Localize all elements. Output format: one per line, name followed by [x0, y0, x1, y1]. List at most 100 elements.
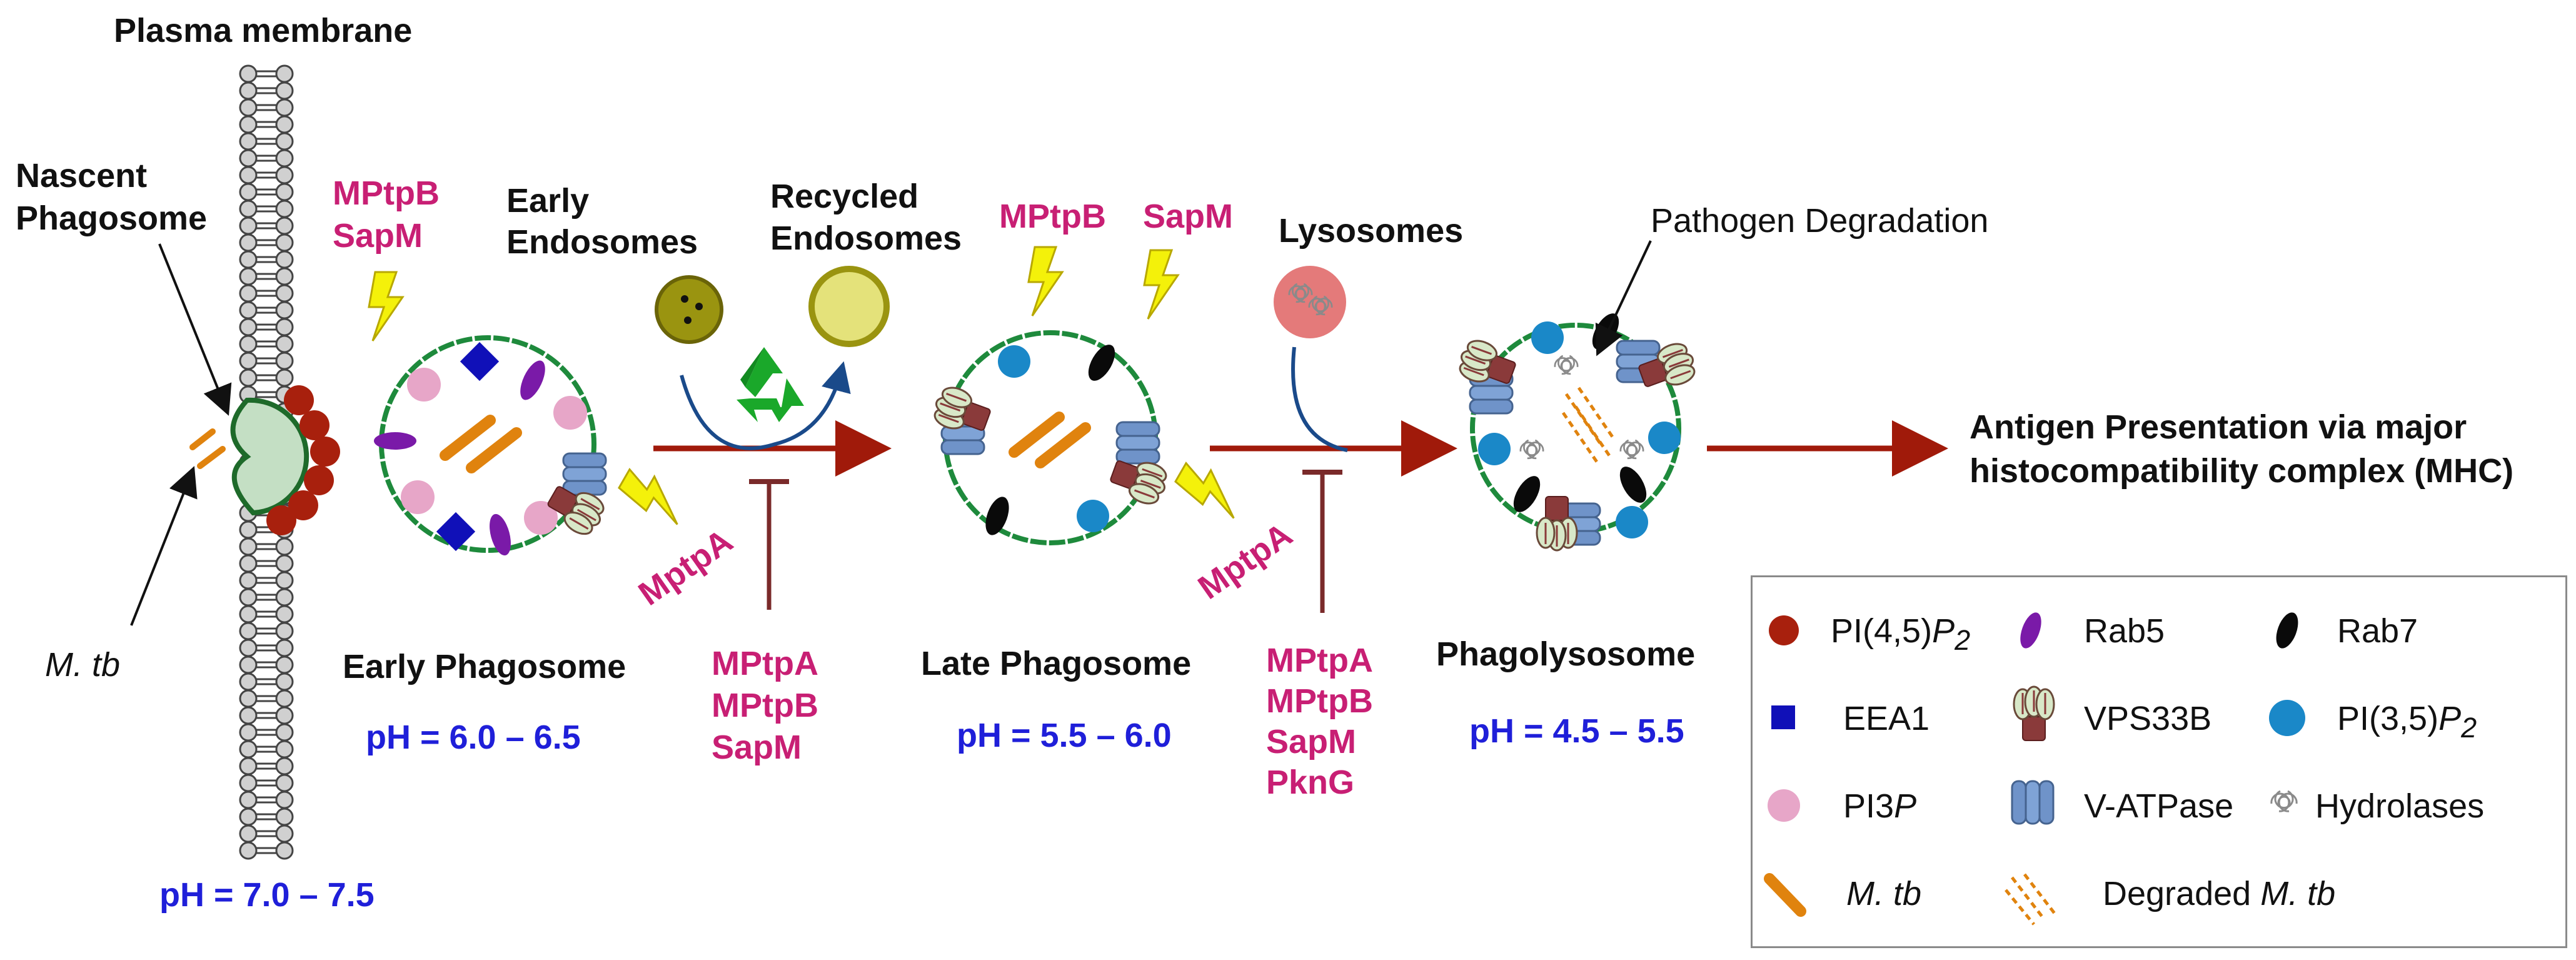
recycle-curve [680, 361, 851, 450]
legend-rab7: Rab7 [2337, 612, 2418, 650]
lipid-unit [239, 723, 294, 742]
recycled-endosomes-label-1: Recycled [770, 178, 919, 215]
phagolysosome [1454, 313, 1701, 552]
pi3p-icon [1768, 789, 1800, 822]
nascent-phagosome [189, 385, 340, 535]
lipid-unit [239, 672, 294, 691]
ph-early-label: pH = 6.0 – 6.5 [366, 719, 581, 756]
lipid-unit [239, 791, 294, 809]
v-atpase-icon [2011, 780, 2055, 825]
lysosomes-label: Lysosomes [1279, 212, 1464, 250]
inhibitor-late-top-2: SapM [1143, 198, 1234, 235]
hydrolases-icon [2270, 790, 2298, 812]
early-phagosome-label: Early Phagosome [343, 648, 626, 685]
legend-eea1: EEA1 [1843, 700, 1930, 737]
nascent-phagosome-label-1: Nascent [16, 157, 148, 195]
lipid-unit [239, 115, 294, 134]
legend-pi45p2: PI(4,5)P2 [1831, 612, 1971, 656]
early-endosomes-label-2: Endosomes [506, 223, 698, 261]
mtb-icon [1764, 873, 1806, 917]
degradation-pointer-arrow [1595, 240, 1652, 356]
rab5-icon [2020, 612, 2041, 649]
plasma-membrane-label: Plasma membrane [114, 12, 413, 49]
lipid-unit [239, 655, 294, 674]
inhibitor-early-top-2: SapM [333, 217, 423, 255]
early-endosome-icon [655, 275, 723, 344]
rab7-icon [2276, 612, 2298, 649]
inhibitor-block2-1: MPtpA [1266, 642, 1373, 679]
lipid-unit [239, 841, 294, 860]
lipid-unit [239, 233, 294, 252]
eea1-icon [1771, 705, 1795, 729]
lipid-unit [239, 368, 294, 387]
late-phagosome [928, 330, 1172, 545]
pi45p2-icon [1769, 615, 1799, 645]
legend-mtb: M. tb [1846, 875, 1922, 912]
lipid-unit [239, 250, 294, 269]
lipid-unit [239, 706, 294, 725]
lipid-unit [239, 318, 294, 336]
ph-phagolysosome-label: pH = 4.5 – 5.5 [1469, 712, 1684, 750]
inhibitor-block1-1: MPtpA [712, 645, 818, 682]
legend-pi35p2: PI(3,5)P2 [2337, 700, 2477, 744]
lipid-unit [239, 200, 294, 218]
ph-late-label: pH = 5.5 – 6.0 [957, 717, 1172, 754]
ph-plasma-label: pH = 7.0 – 7.5 [159, 876, 375, 914]
inhibitor-early-top-1: MPtpB [333, 174, 440, 212]
lipid-unit [239, 351, 294, 370]
lipid-unit [239, 216, 294, 235]
legend-degraded-mtb: Degraded M. tb [2103, 875, 2336, 912]
lipid-unit [239, 605, 294, 624]
nascent-phagosome-label-2: Phagosome [16, 200, 208, 237]
bolt-late-side [1171, 457, 1250, 523]
nascent-pointer-arrow [158, 243, 232, 416]
recycled-endosome-icon [808, 266, 890, 347]
lipid-unit [239, 64, 294, 83]
late-phagosome-label: Late Phagosome [921, 645, 1192, 682]
legend-rab5: Rab5 [2084, 612, 2165, 650]
antigen-presentation-label-1: Antigen Presentation via major [1970, 408, 2467, 446]
inhibitor-block1-3: SapM [712, 729, 802, 766]
lipid-unit [239, 149, 294, 168]
legend-hydrolases: Hydrolases [2315, 787, 2485, 825]
bolt-early-side [615, 463, 693, 529]
lysosome-fusion-curve [1291, 346, 1348, 452]
bolt-late-top-2 [1143, 249, 1179, 320]
pathogen-degradation-label: Pathogen Degradation [1651, 202, 1989, 240]
mtb-label: M. tb [45, 646, 121, 684]
inhibition-bar-2 [1302, 470, 1342, 613]
inhibitor-block1-2: MPtpB [712, 687, 818, 724]
lipid-unit [239, 301, 294, 320]
lipid-unit [239, 81, 294, 100]
lipid-unit [239, 183, 294, 201]
lipid-unit [239, 807, 294, 826]
legend-v-atpase: V-ATPase [2084, 787, 2234, 825]
lipid-unit [239, 757, 294, 776]
lipid-unit [239, 824, 294, 843]
lipid-unit [239, 267, 294, 286]
lipid-unit [239, 588, 294, 607]
early-phagosome [374, 335, 610, 556]
inhibitor-block2-2: MPtpB [1266, 682, 1373, 720]
lipid-unit [239, 774, 294, 792]
bolt-late-top-1 [1027, 246, 1064, 317]
inhibitor-block2-3: SapM [1266, 723, 1357, 760]
phagolysosome-label: Phagolysosome [1436, 635, 1696, 673]
inhibitor-late-top-1: MPtpB [999, 198, 1106, 235]
legend-vps33b: VPS33B [2084, 700, 2212, 737]
lipid-unit [239, 335, 294, 353]
lipid-unit [239, 537, 294, 556]
antigen-presentation-label-2: histocompatibility complex (MHC) [1970, 452, 2514, 490]
lipid-unit [239, 166, 294, 184]
pi35p2-icon [2269, 700, 2305, 736]
degraded-mtb-icon [2005, 873, 2057, 926]
legend-pi3p: PI3P [1843, 787, 1917, 825]
lipid-unit [239, 740, 294, 759]
vps33b-icon [2013, 685, 2055, 742]
bolt-early-top [368, 271, 404, 342]
recycle-symbol-icon [737, 347, 804, 422]
lysosome-icon [1274, 266, 1346, 338]
lipid-unit [239, 132, 294, 151]
lipid-unit [239, 689, 294, 708]
